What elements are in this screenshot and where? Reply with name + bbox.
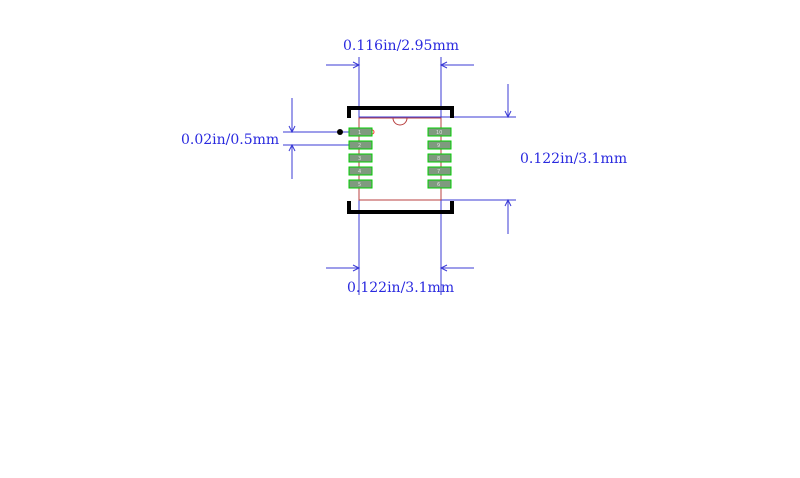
pad: [348, 166, 373, 176]
pad: [427, 127, 452, 137]
top-width-label: 0.116in/2.95mm: [343, 38, 459, 54]
pad: [348, 153, 373, 163]
pin-number: 2: [358, 143, 361, 149]
pin-number: 10: [436, 130, 442, 136]
pad: [427, 166, 452, 176]
pad: [427, 140, 452, 150]
pin-number: 6: [437, 182, 440, 188]
pin-number: 3: [358, 156, 361, 162]
pad-pitch-dimension: 0.02in/0.5mm: [181, 98, 372, 179]
pad: [427, 153, 452, 163]
pin-number: 4: [358, 169, 361, 175]
pad: [348, 179, 373, 189]
bottom-width-label: 0.122in/3.1mm: [347, 280, 454, 296]
pad-array: 1 2 3 4 5 10 9 8 7 6: [348, 127, 452, 189]
body-height-dimension: 0.122in/3.1mm: [359, 84, 627, 234]
pad: [427, 179, 452, 189]
pad: [348, 127, 373, 137]
pad: [348, 140, 373, 150]
pin1-marker: [337, 129, 343, 135]
body-notch: [392, 117, 408, 126]
pin-number: 1: [358, 130, 361, 136]
pad-pitch-label: 0.02in/0.5mm: [181, 132, 279, 148]
pin-number: 8: [437, 156, 440, 162]
bottom-width-dimension: 0.122in/3.1mm: [326, 264, 474, 296]
body-height-label: 0.122in/3.1mm: [520, 151, 627, 167]
pin-number: 9: [437, 143, 440, 149]
silkscreen-outline: [347, 106, 454, 214]
top-width-dimension: 0.116in/2.95mm: [326, 38, 474, 295]
pin-number: 7: [437, 169, 440, 175]
pin-number: 5: [358, 182, 361, 188]
